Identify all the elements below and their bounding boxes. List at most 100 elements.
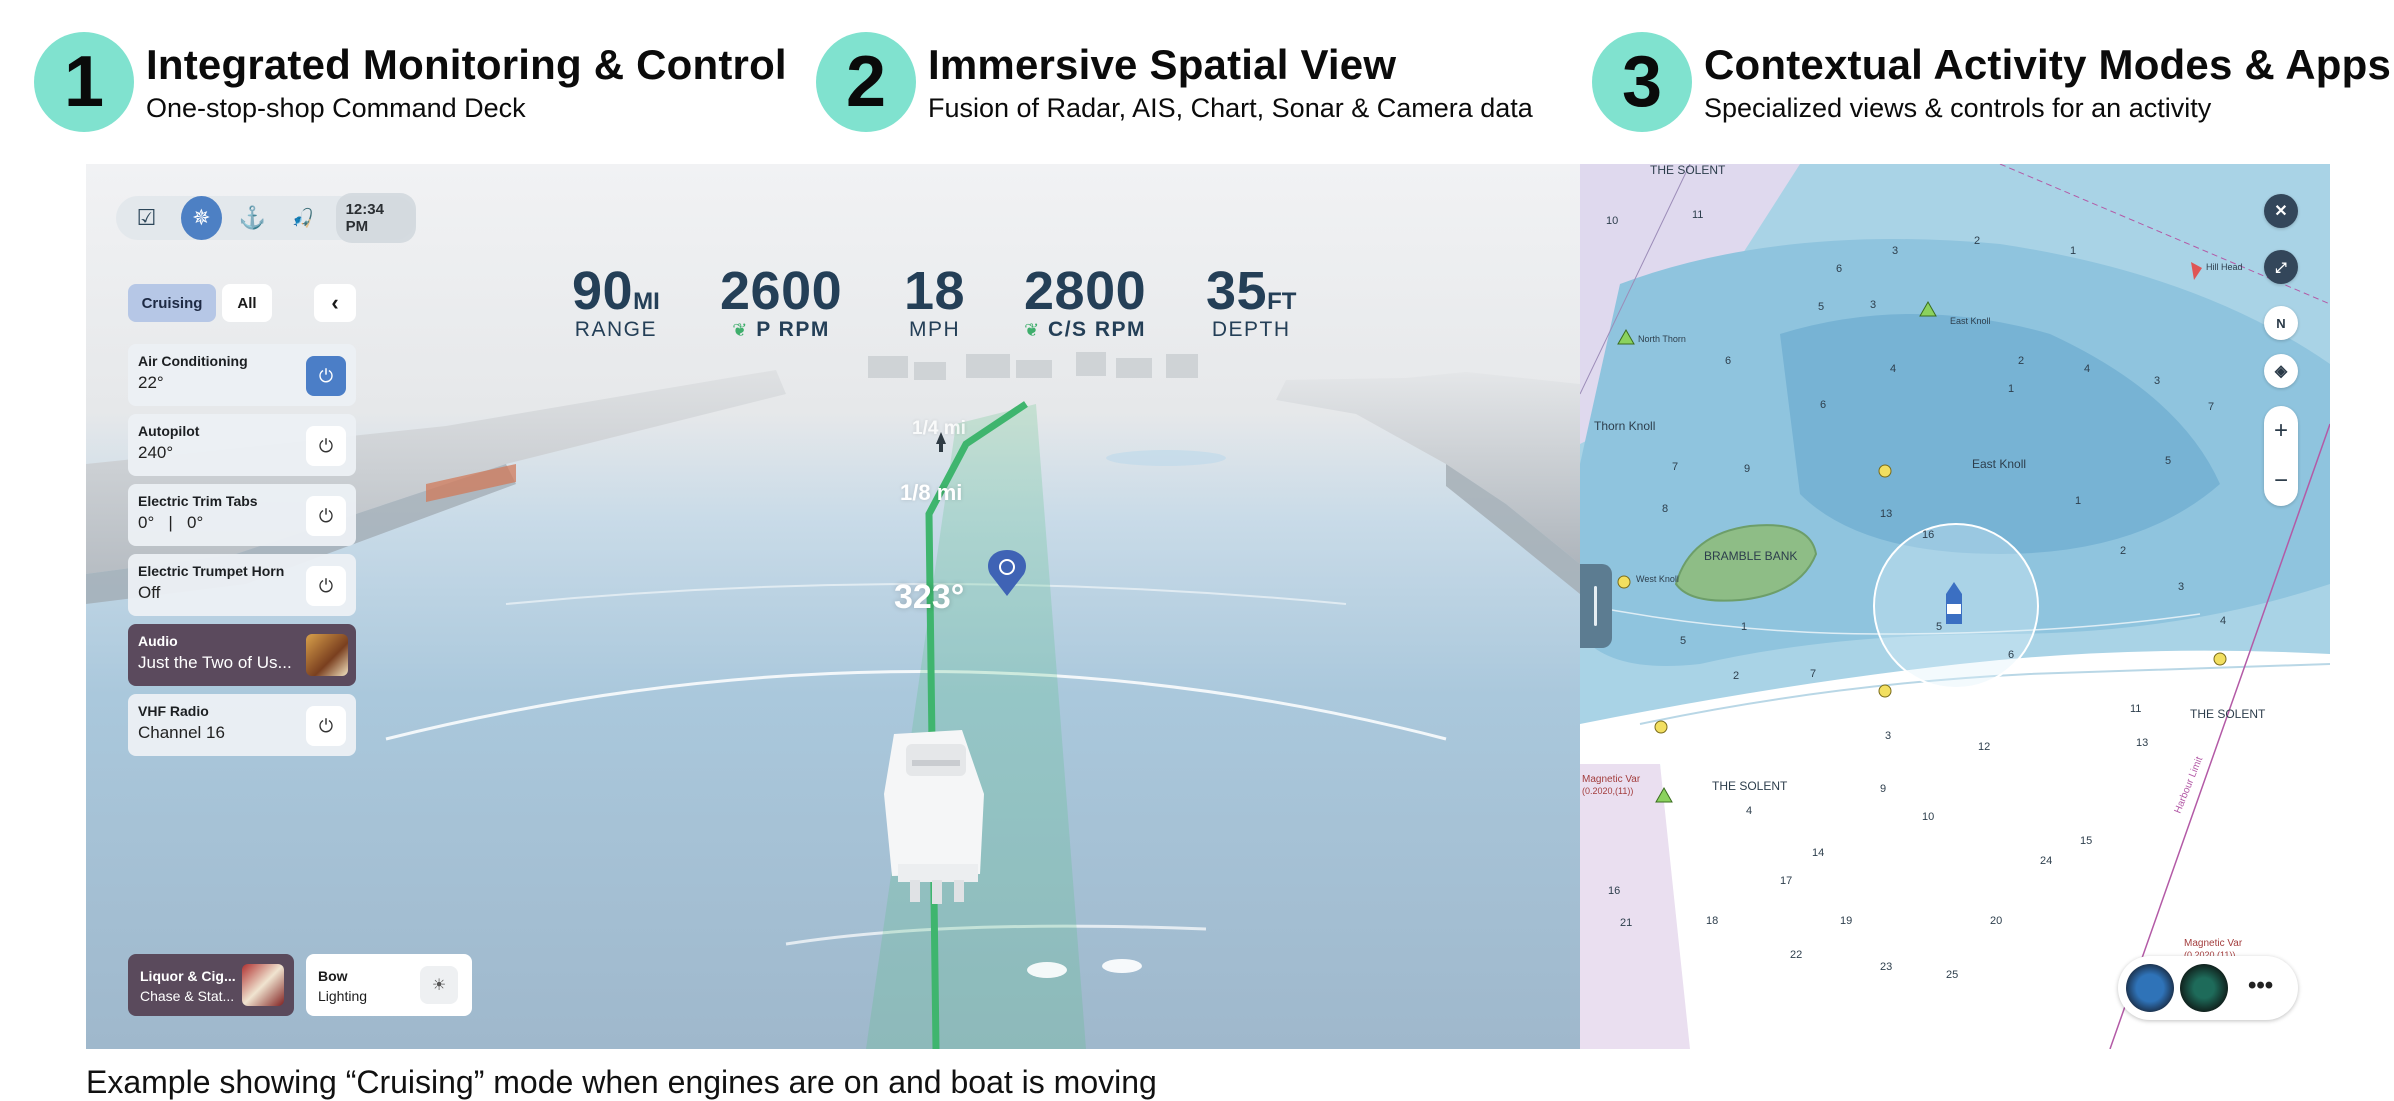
chart-panel[interactable]: THE SOLENT North Thorn Thorn Knoll East … bbox=[1580, 164, 2330, 1049]
stat-label: DEPTH bbox=[1211, 318, 1291, 341]
svg-text:8: 8 bbox=[1662, 503, 1668, 515]
feature-title: Integrated Monitoring & Control bbox=[146, 40, 787, 88]
heading-readout: 323° bbox=[894, 578, 965, 616]
svg-text:6: 6 bbox=[1820, 399, 1826, 411]
checklist-icon[interactable]: ☑ bbox=[136, 205, 157, 230]
svg-text:3: 3 bbox=[1885, 730, 1891, 742]
light-icon[interactable]: ☀ bbox=[420, 966, 458, 1004]
svg-text:11: 11 bbox=[1692, 209, 1703, 221]
svg-text:1: 1 bbox=[1741, 621, 1747, 633]
power-icon[interactable]: ⏻ bbox=[306, 496, 346, 536]
sonar-app-icon[interactable] bbox=[2180, 964, 2228, 1012]
widget-subtitle: Lighting bbox=[318, 988, 368, 1004]
svg-text:3: 3 bbox=[1892, 245, 1898, 257]
collapse-panel-button[interactable]: ‹ bbox=[314, 284, 356, 322]
feature-subtitle: Specialized views & controls for an acti… bbox=[1704, 92, 2212, 123]
stat-label: P RPM bbox=[756, 318, 830, 341]
svg-text:14: 14 bbox=[1812, 847, 1824, 859]
shore-right bbox=[1276, 372, 1580, 564]
map-label: THE SOLENT bbox=[2190, 707, 2266, 721]
svg-text:2: 2 bbox=[2018, 355, 2024, 367]
stat-range: 90MI RANGE bbox=[572, 260, 660, 342]
anchor-icon[interactable]: ⚓ bbox=[238, 205, 266, 230]
svg-text:9: 9 bbox=[1880, 783, 1886, 795]
control-card-audio[interactable]: Audio Just the Two of Us... bbox=[128, 624, 356, 686]
track-title: Liquor & Cig... bbox=[140, 968, 236, 984]
svg-text:19: 19 bbox=[1840, 915, 1852, 927]
svg-text:5: 5 bbox=[2165, 455, 2171, 467]
album-art[interactable] bbox=[306, 634, 348, 676]
layers-icon[interactable]: ◈ bbox=[2264, 354, 2298, 388]
distance-marker-quarter: 1/4 mi bbox=[912, 418, 966, 439]
map-label: (0.2020,(11)) bbox=[2184, 950, 2235, 960]
distant-buildings bbox=[868, 352, 1198, 380]
bow-lighting-widget[interactable]: Bow Lighting ☀ bbox=[306, 954, 472, 1016]
harbour-limit-line bbox=[2109, 423, 2330, 1049]
stat-port-rpm: 2600 ❦ P RPM bbox=[720, 260, 842, 342]
helm-icon[interactable]: ✵ bbox=[180, 196, 222, 240]
waypoint-pin-icon[interactable] bbox=[987, 550, 1027, 596]
svg-text:17: 17 bbox=[1780, 875, 1792, 887]
panel-resize-handle[interactable] bbox=[1580, 564, 1612, 648]
stat-value: 2600 bbox=[720, 261, 843, 321]
stat-value: 35 bbox=[1206, 261, 1268, 321]
range-arc-far bbox=[785, 924, 1207, 946]
mode-pill-all[interactable]: All bbox=[222, 284, 272, 322]
svg-text:4: 4 bbox=[2084, 363, 2090, 375]
svg-text:18: 18 bbox=[1706, 915, 1718, 927]
control-name: Electric Trumpet Horn bbox=[138, 563, 285, 579]
control-value: Off bbox=[138, 583, 161, 602]
spatial-view[interactable]: 1/4 mi 1/8 mi 323° ☑ ✵ ⚓ 🎣 12:34 PM Crui… bbox=[86, 164, 1580, 1049]
power-icon[interactable]: ⏻ bbox=[306, 566, 346, 606]
power-icon[interactable]: ⏻ bbox=[306, 356, 346, 396]
mode-pill-cruising[interactable]: Cruising bbox=[128, 284, 216, 322]
feature-title: Immersive Spatial View bbox=[928, 40, 1397, 88]
svg-text:5: 5 bbox=[1818, 301, 1824, 313]
feature-3: 3 Contextual Activity Modes & Apps Speci… bbox=[1592, 30, 2391, 134]
control-name: Audio bbox=[138, 633, 178, 649]
north-up-button[interactable]: N bbox=[2264, 306, 2298, 340]
control-card-horn[interactable]: Electric Trumpet Horn Off ⏻ bbox=[128, 554, 356, 616]
svg-text:1: 1 bbox=[2008, 383, 2014, 395]
album-art[interactable] bbox=[242, 964, 284, 1006]
more-apps-button[interactable]: ••• bbox=[2248, 972, 2274, 999]
control-value: 0° | 0° bbox=[138, 513, 204, 532]
stat-unit: MI bbox=[633, 288, 660, 315]
eco-leaf-icon: ❦ bbox=[1024, 320, 1041, 340]
caption: Example showing “Cruising” mode when eng… bbox=[86, 1064, 1157, 1100]
svg-text:10: 10 bbox=[1922, 811, 1934, 823]
expand-map-button[interactable]: ⤢ bbox=[2264, 250, 2298, 284]
control-name: VHF Radio bbox=[138, 703, 209, 719]
zoom-out-button[interactable]: − bbox=[2273, 467, 2288, 494]
stat-value: 2800 bbox=[1024, 261, 1147, 321]
control-card-trim-tabs[interactable]: Electric Trim Tabs 0° | 0° ⏻ bbox=[128, 484, 356, 546]
map-label: THE SOLENT bbox=[1650, 164, 1726, 177]
feature-2: 2 Immersive Spatial View Fusion of Radar… bbox=[816, 30, 1533, 134]
feature-subtitle: Fusion of Radar, AIS, Chart, Sonar & Cam… bbox=[928, 92, 1533, 123]
power-icon[interactable]: ⏻ bbox=[306, 426, 346, 466]
svg-text:2: 2 bbox=[1974, 235, 1980, 247]
ais-target-icon[interactable] bbox=[936, 432, 946, 452]
control-card-vhf-radio[interactable]: VHF Radio Channel 16 ⏻ bbox=[128, 694, 356, 756]
widget-title: Bow bbox=[318, 968, 348, 984]
svg-text:6: 6 bbox=[2008, 649, 2014, 661]
map-label: (0.2020,(11)) bbox=[1582, 786, 1633, 796]
feature-number-badge: 1 bbox=[34, 32, 134, 132]
svg-text:1: 1 bbox=[2070, 245, 2076, 257]
svg-text:10: 10 bbox=[1606, 215, 1618, 227]
close-map-button[interactable]: ✕ bbox=[2264, 194, 2298, 228]
fishing-icon[interactable]: 🎣 bbox=[291, 207, 315, 228]
control-card-autopilot[interactable]: Autopilot 240° ⏻ bbox=[128, 414, 356, 476]
now-playing-widget[interactable]: Liquor & Cig... Chase & Stat... bbox=[128, 954, 294, 1016]
navigation-app-icon[interactable] bbox=[2126, 964, 2174, 1012]
zoom-in-button[interactable]: + bbox=[2273, 417, 2288, 444]
feature-1: 1 Integrated Monitoring & Control One-st… bbox=[34, 30, 787, 134]
control-value: Channel 16 bbox=[138, 723, 225, 742]
svg-text:4: 4 bbox=[1746, 805, 1752, 817]
control-card-air-conditioning[interactable]: Air Conditioning 22° ⏻ bbox=[128, 344, 356, 406]
power-icon[interactable]: ⏻ bbox=[306, 706, 346, 746]
svg-text:5: 5 bbox=[1936, 621, 1942, 633]
own-boat-icon bbox=[884, 730, 984, 904]
svg-text:3: 3 bbox=[1870, 299, 1876, 311]
